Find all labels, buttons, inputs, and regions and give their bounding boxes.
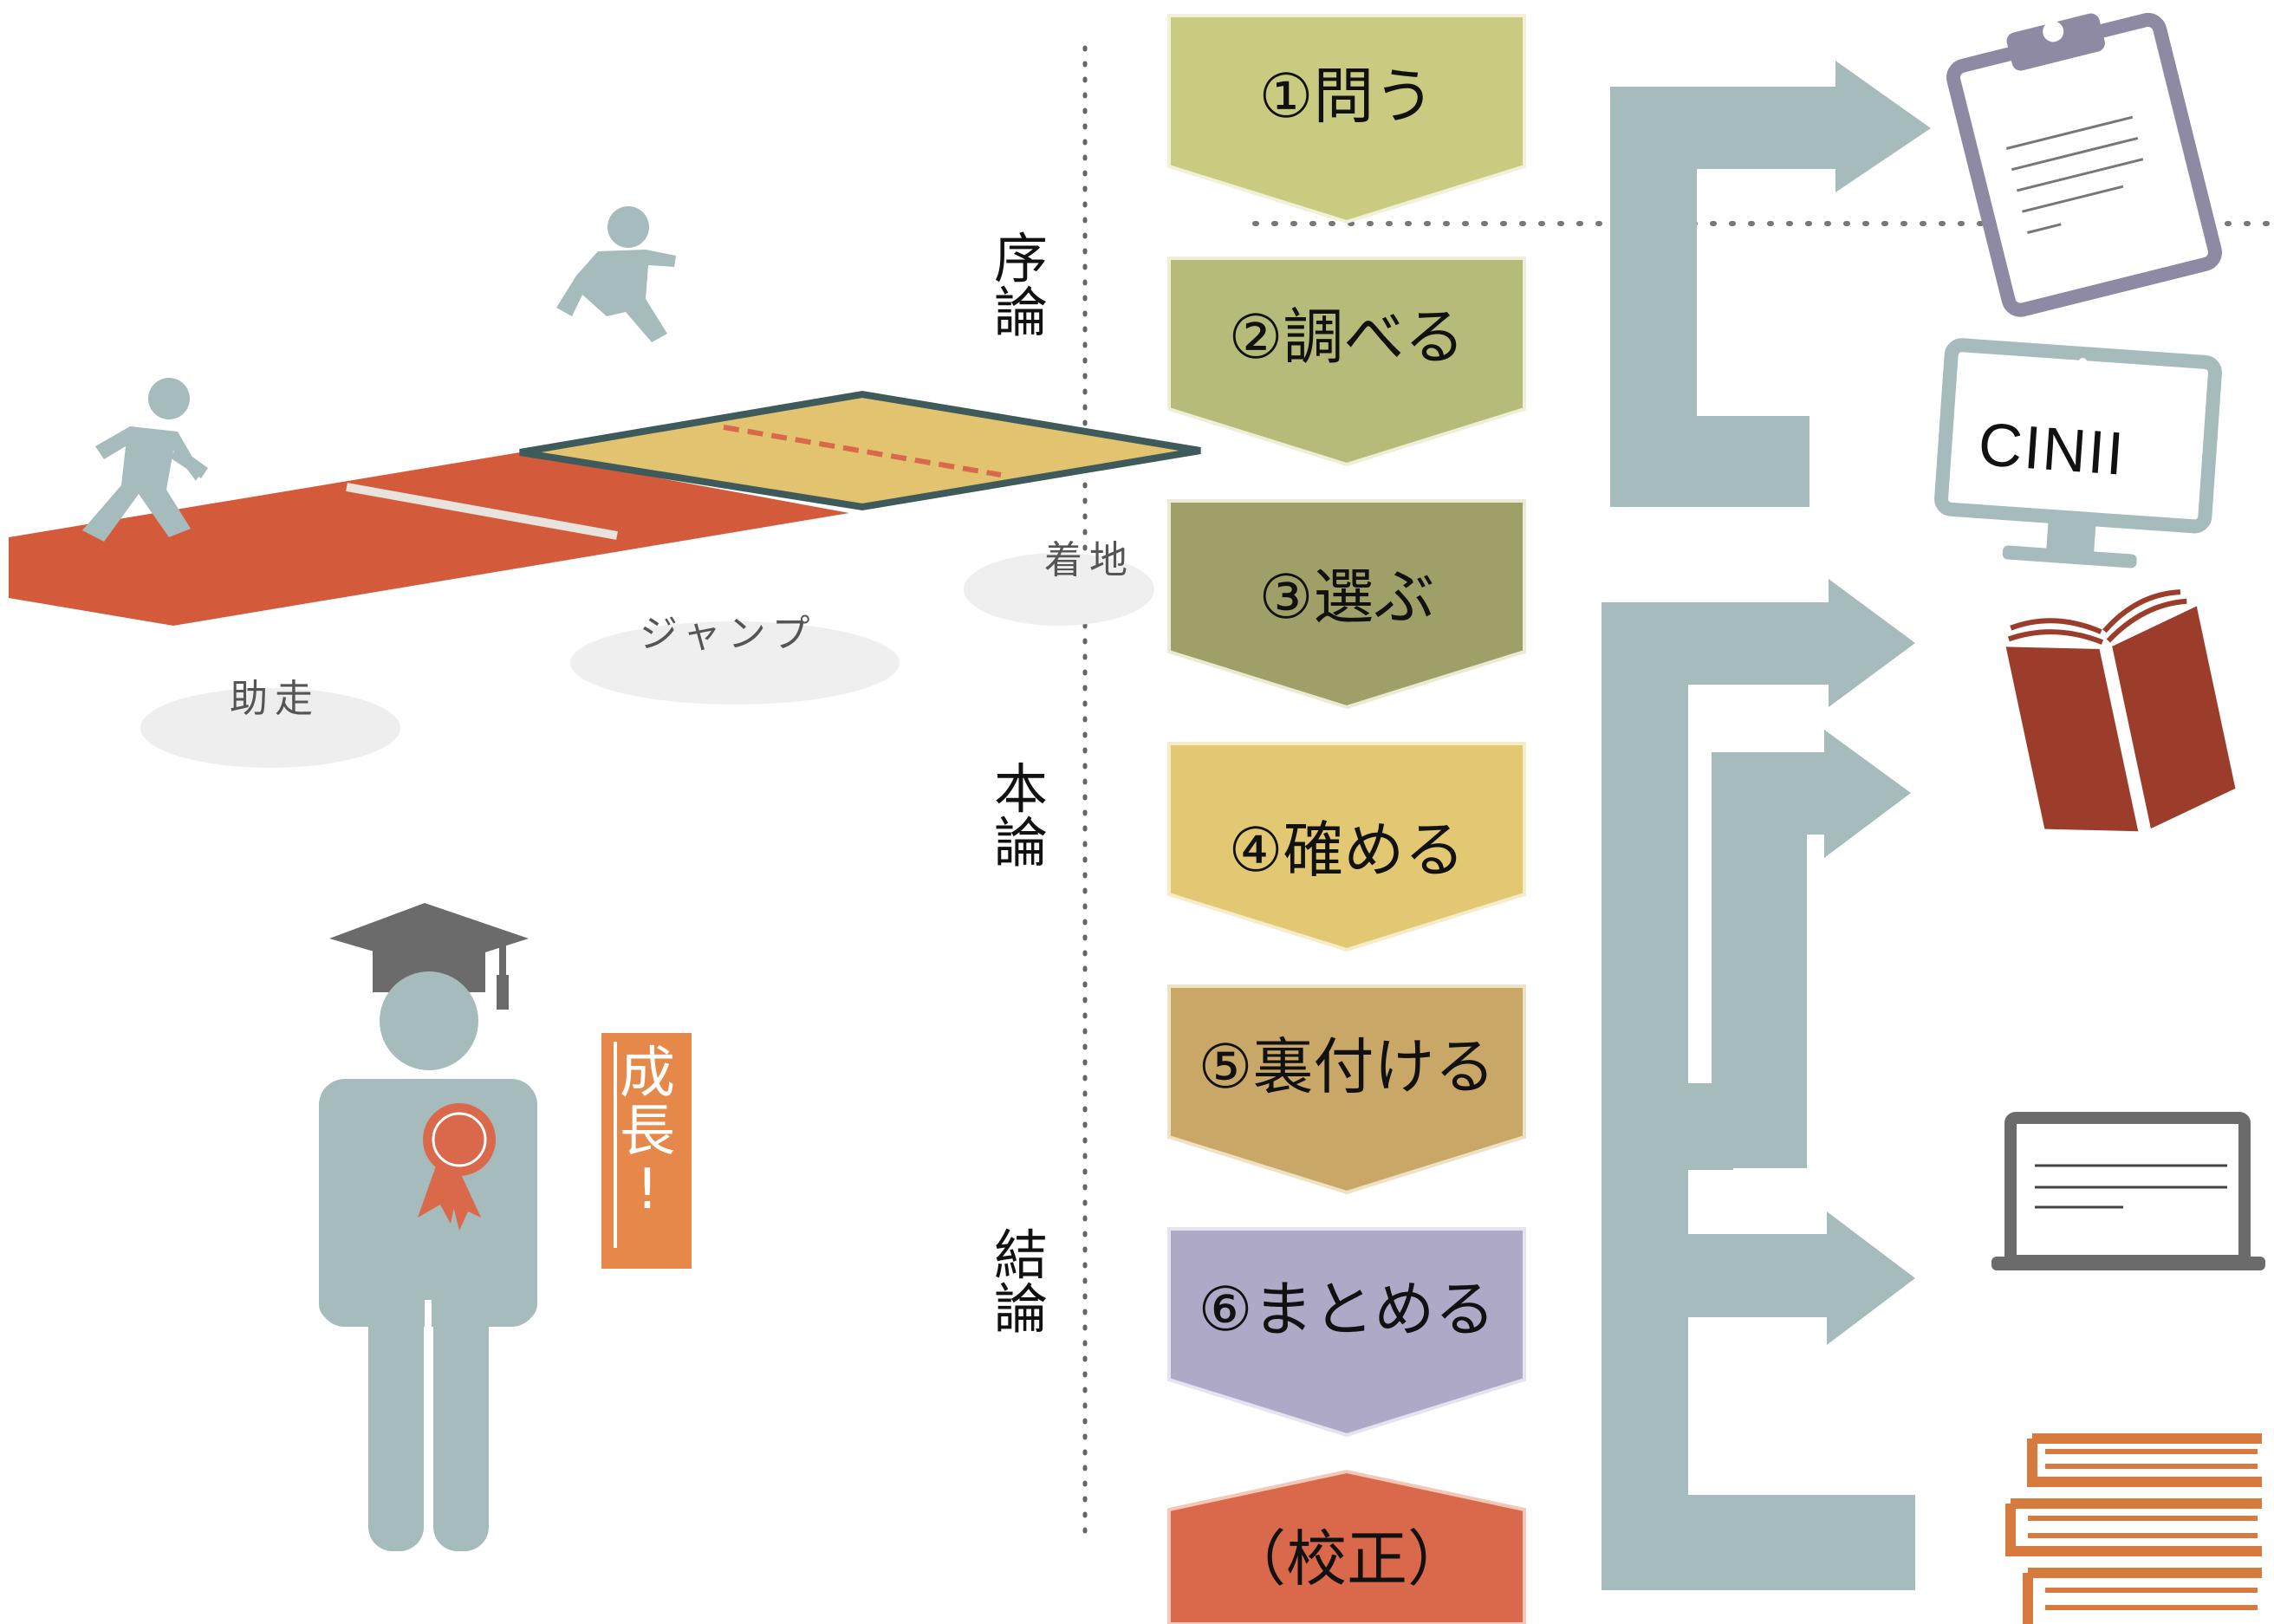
runner-figure	[82, 378, 208, 542]
jump-shadow	[570, 621, 900, 705]
step-2-research: ②調べる	[1166, 255, 1528, 468]
step-4-confirm: ④確める	[1166, 740, 1528, 953]
landing-shadow	[964, 553, 1154, 626]
growth-label-bar	[614, 1042, 617, 1248]
cinii-label: CINII	[1976, 410, 2128, 488]
running-track	[9, 452, 849, 626]
bracket-arrow-top	[1610, 61, 1931, 507]
step-4-label: ④確める	[1228, 815, 1465, 886]
section-conclusion-label: 結 論	[993, 1224, 1048, 1341]
landing-label: 着地	[1044, 538, 1134, 582]
clipboard-icon	[1946, 12, 2222, 317]
step-1-label: ①問う	[1258, 61, 1435, 132]
step-proofread: （校正）	[1166, 1468, 1528, 1624]
growth-label-text: 成 長 !	[620, 1042, 675, 1223]
stacked-books-icon	[2005, 1433, 2262, 1624]
jumper-figure	[556, 206, 676, 342]
approach-label: 助走	[230, 677, 320, 721]
section-intro-label: 序 論	[993, 227, 1048, 344]
step-1-ask: ①問う	[1166, 12, 1528, 225]
step-6-label: ⑥まとめる	[1198, 1274, 1496, 1345]
step-5-support: ⑤裏付ける	[1166, 983, 1528, 1196]
laptop-icon	[1991, 1112, 2265, 1270]
growth-label-box: 成 長 !	[601, 1033, 692, 1269]
bracket-arrow-bottom	[1602, 579, 1915, 1590]
step-5-label: ⑤裏付ける	[1198, 1031, 1496, 1102]
step-proofread-label: （校正）	[1225, 1523, 1468, 1595]
section-body-label: 本 論	[993, 757, 1048, 874]
graduate-figure	[319, 903, 537, 1551]
sandpit	[519, 390, 1201, 511]
step-3-select: ③選ぶ	[1166, 497, 1528, 711]
step-6-summarize: ⑥まとめる	[1166, 1225, 1528, 1439]
monitor-icon	[1934, 338, 2222, 568]
step-2-label: ②調べる	[1228, 302, 1465, 373]
open-book-icon	[2005, 589, 2236, 832]
step-3-label: ③選ぶ	[1258, 562, 1435, 633]
approach-shadow	[140, 688, 400, 768]
takeoff-board	[346, 483, 618, 540]
jump-label: ジャンプ	[640, 612, 817, 656]
